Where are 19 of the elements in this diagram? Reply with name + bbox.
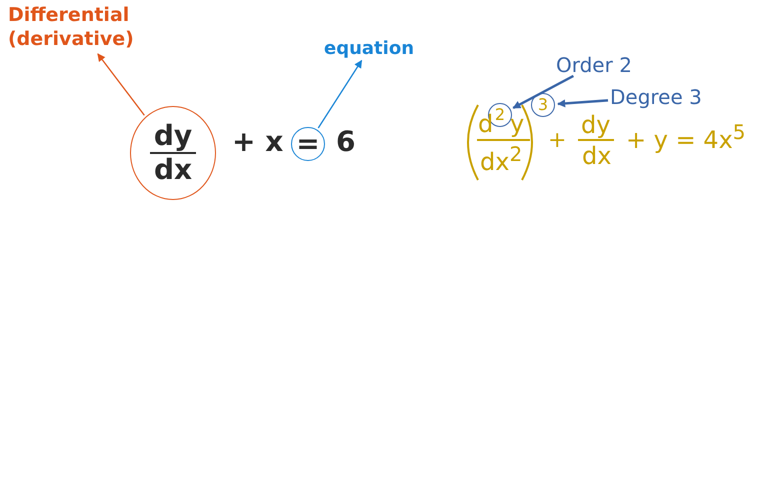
arrow — [318, 60, 362, 128]
equation-term: dy — [581, 113, 610, 137]
callout-label: Order 2 — [556, 55, 632, 75]
equation-term: 6 — [336, 128, 356, 156]
circled-fraction: dy dx — [130, 106, 216, 200]
equation-term: dx — [582, 144, 612, 168]
equation-term: dx$^{2}$ — [480, 144, 522, 174]
circled-number: 3 — [531, 93, 555, 117]
circled-symbol: = — [291, 127, 325, 161]
arrow — [557, 99, 608, 108]
callout-label: Differential (derivative) — [8, 4, 148, 52]
equation-term: y — [510, 112, 524, 136]
arrow — [97, 53, 145, 116]
callout-label: Degree 3 — [610, 87, 702, 107]
equation-term: + — [548, 130, 566, 152]
arrow — [512, 74, 574, 110]
equation-term: + y = 4x$^{5}$ — [626, 122, 746, 152]
callout-label: equation — [324, 40, 414, 58]
equation-term: + x — [232, 128, 284, 156]
